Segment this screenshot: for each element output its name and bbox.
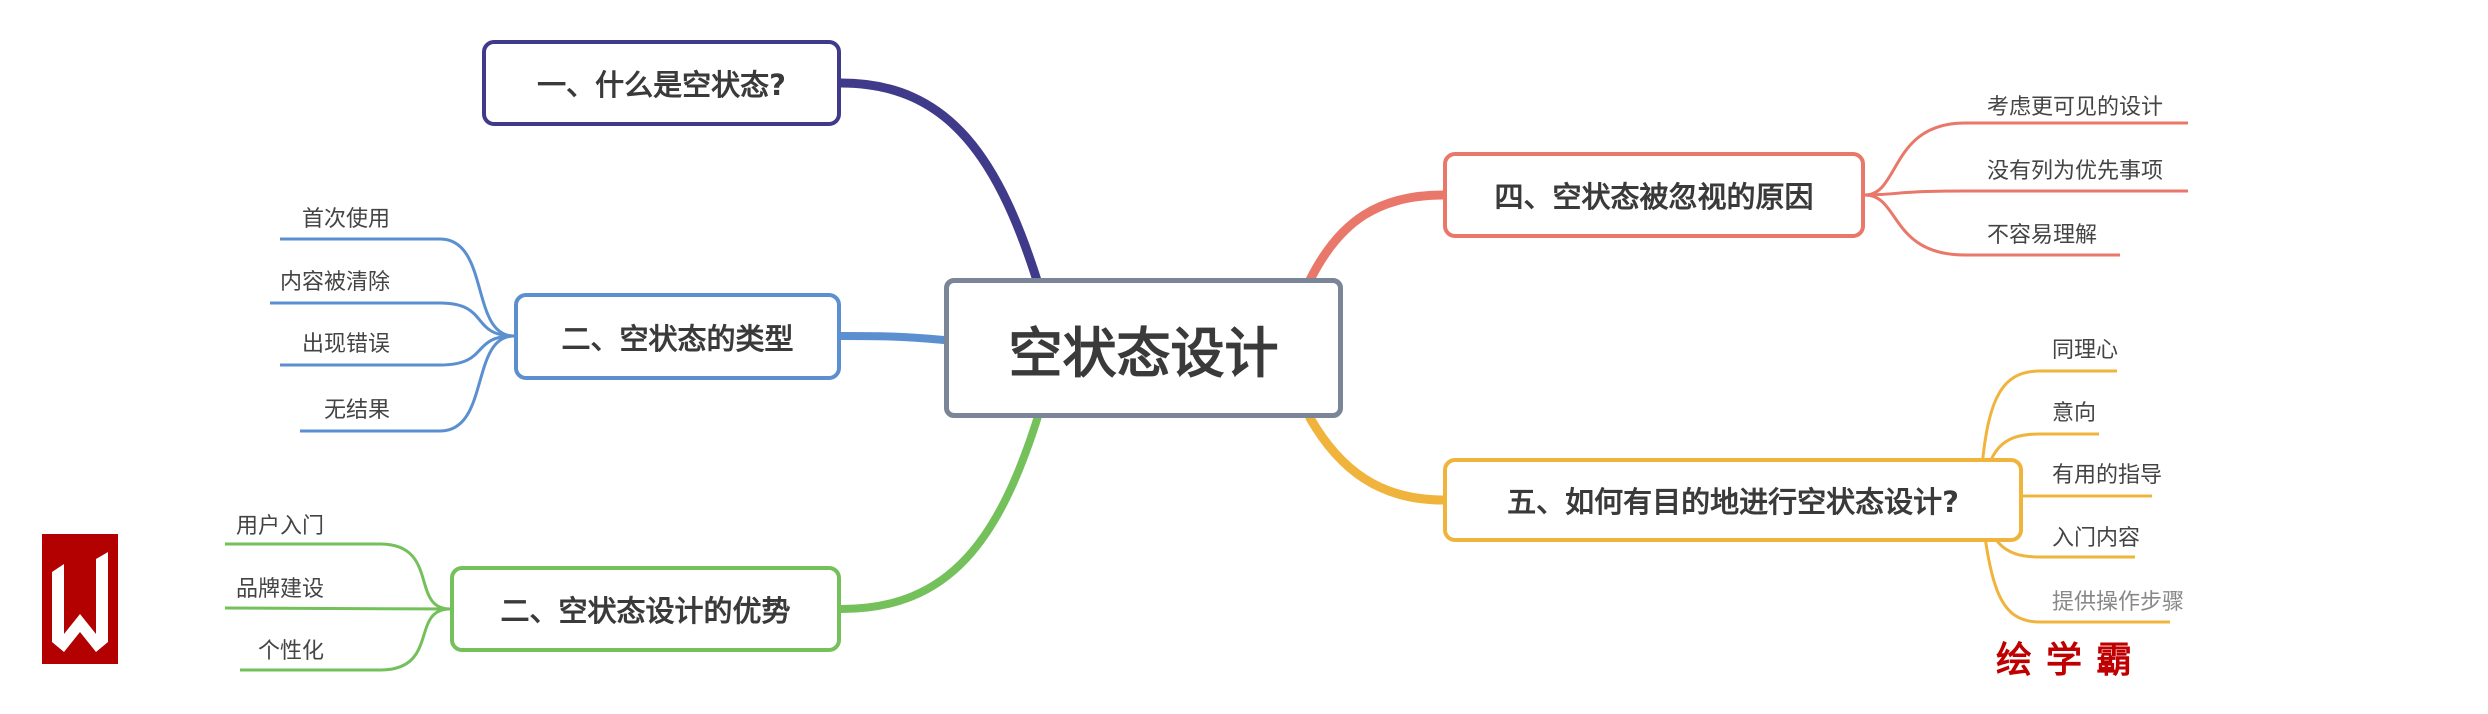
w-logo-icon [52, 552, 108, 652]
leaf-no-results[interactable]: 无结果 [323, 398, 390, 423]
leaf-branding[interactable]: 品牌建设 [236, 577, 325, 602]
leaf-onboarding[interactable]: 用户入门 [236, 514, 325, 539]
leaf-personalization[interactable]: 个性化 [258, 639, 325, 664]
leaf-intent[interactable]: 意向 [2052, 401, 2097, 426]
branch-advantages[interactable]: 二、空状态设计的优势 [450, 566, 841, 652]
central-topic[interactable]: 空状态设计 [944, 278, 1343, 418]
leaf-starter-content[interactable]: 入门内容 [2052, 526, 2141, 551]
branch-label: 二、空状态设计的优势 [500, 594, 791, 628]
link-leaf [1864, 121, 2188, 197]
link-central-branch3 [837, 406, 1044, 613]
leaf-hard-to-understand[interactable]: 不容易理解 [1987, 223, 2098, 248]
central-topic-label: 空状态设计 [1008, 321, 1279, 385]
link-leaf [225, 542, 451, 611]
link-leaf [280, 334, 515, 367]
leaf-provide-steps[interactable]: 提供操作步骤 [2052, 590, 2185, 615]
link-central-branch5 [1305, 413, 1448, 505]
leaf-content-cleared[interactable]: 内容被清除 [279, 270, 390, 295]
watermark-text: 绘学霸 [1996, 640, 2147, 681]
branch-label: 一、什么是空状态? [537, 68, 786, 102]
branch-what-is-empty-state[interactable]: 一、什么是空状态? [482, 40, 841, 126]
branch-ignored-reasons[interactable]: 四、空状态被忽视的原因 [1443, 152, 1865, 238]
link-central-branch2 [837, 332, 948, 344]
leaf-more-visible-design[interactable]: 考虑更可见的设计 [1987, 95, 2164, 120]
branch-label: 二、空状态的类型 [561, 321, 794, 356]
link-leaf [1864, 193, 2120, 257]
branch-how-to-design[interactable]: 五、如何有目的地进行空状态设计? [1443, 458, 2023, 542]
watermark-logo [42, 534, 118, 664]
link-leaf [280, 237, 515, 338]
leaf-error[interactable]: 出现错误 [301, 332, 390, 357]
branch-label: 四、空状态被忽视的原因 [1494, 180, 1814, 214]
link-leaf [224, 606, 451, 611]
link-leaf [240, 607, 451, 672]
link-leaf [270, 301, 515, 338]
link-central-branch1 [836, 78, 1045, 295]
link-central-branch4 [1305, 190, 1448, 285]
branch-empty-state-types[interactable]: 二、空状态的类型 [514, 293, 841, 380]
leaf-useful-guidance[interactable]: 有用的指导 [2052, 463, 2163, 488]
leaf-first-use[interactable]: 首次使用 [301, 207, 390, 232]
branch-label: 五、如何有目的地进行空状态设计? [1507, 485, 1959, 519]
link-leaf [1864, 189, 2188, 197]
leaf-not-priority[interactable]: 没有列为优先事项 [1987, 159, 2164, 184]
link-leaf [300, 334, 515, 433]
leaf-empathy[interactable]: 同理心 [2052, 338, 2119, 363]
